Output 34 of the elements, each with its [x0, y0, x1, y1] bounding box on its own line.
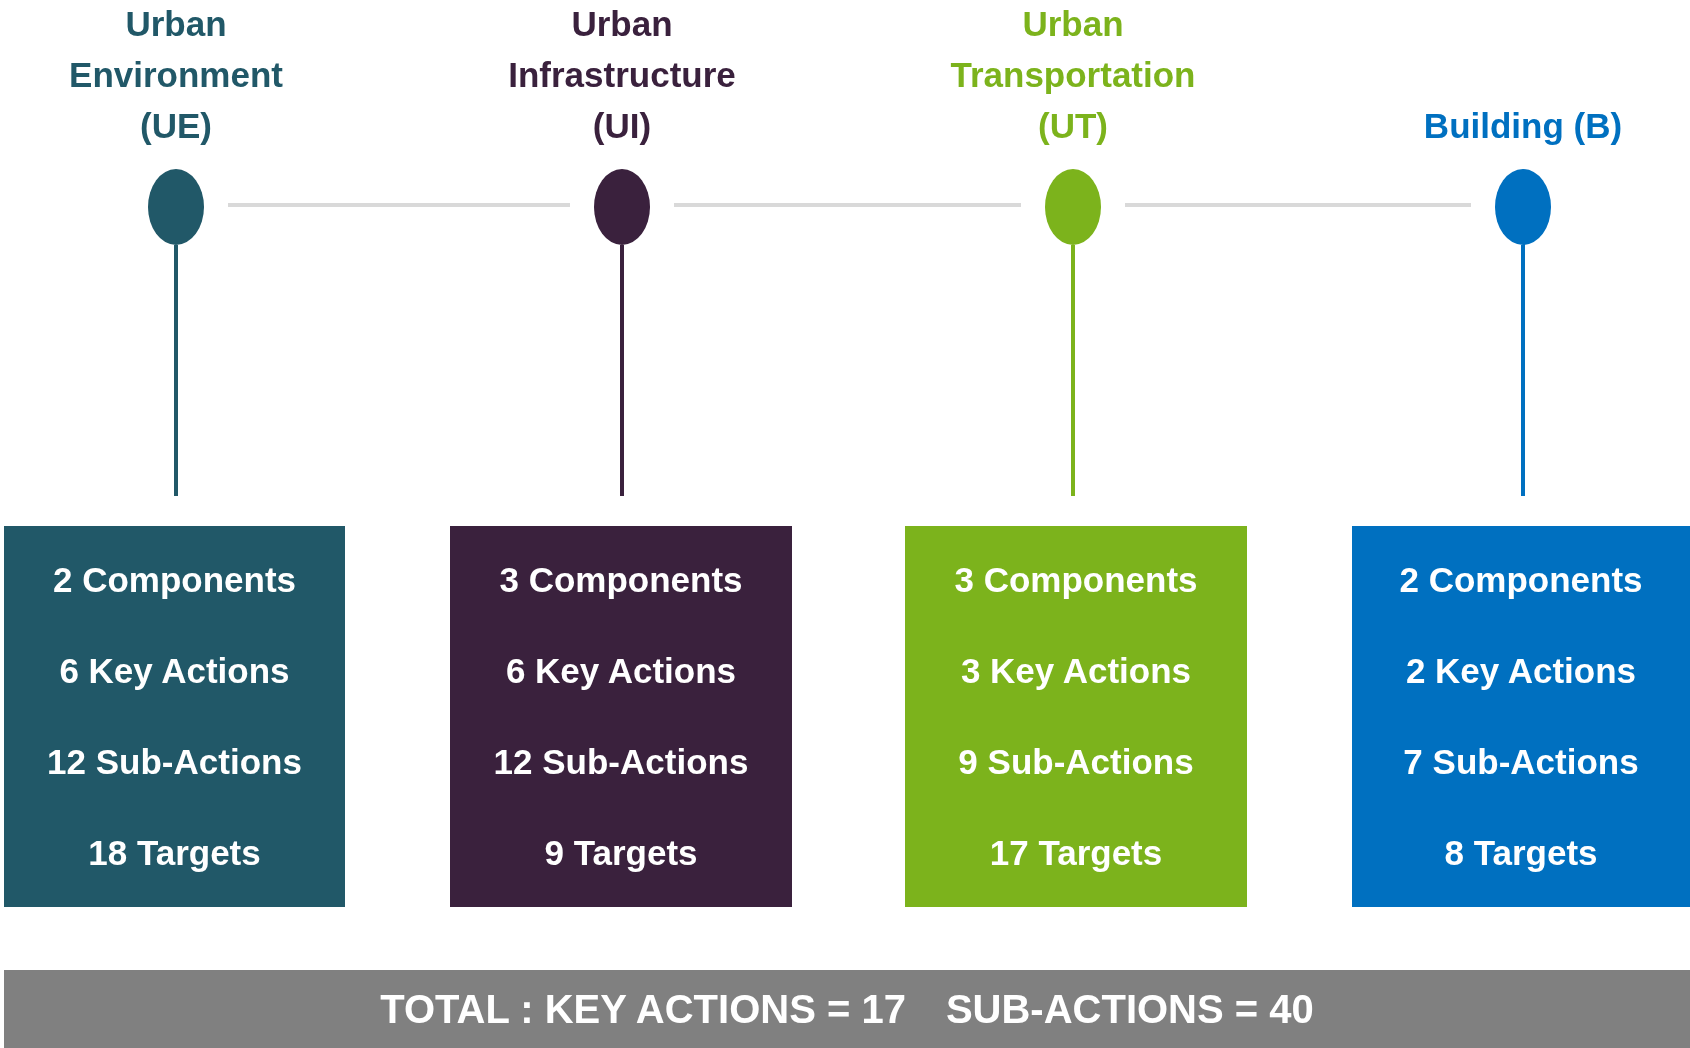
connector-line: [674, 203, 1021, 207]
category-heading: Urban Environment (UE): [68, 3, 284, 147]
count-text: 7 Sub-Actions: [1403, 742, 1639, 783]
summary-card: [1352, 526, 1690, 907]
count-text: 9 Sub-Actions: [958, 742, 1194, 783]
count-text: 3 Key Actions: [960, 650, 1192, 691]
count-text: 9 Targets: [544, 833, 698, 874]
total-text: TOTAL : KEY ACTIONS = 17: [380, 986, 906, 1032]
total-bar: [4, 970, 1690, 1048]
summary-card: [905, 526, 1247, 907]
category-heading: Urban Infrastructure (UI): [507, 3, 737, 147]
count-text: 6 Key Actions: [505, 650, 737, 691]
category-heading: Urban Transportation (UT): [949, 3, 1197, 147]
connector-line: [1521, 245, 1525, 496]
count-text: 8 Targets: [1444, 833, 1598, 874]
count-text: 17 Targets: [989, 833, 1163, 874]
connector-line: [620, 245, 624, 496]
category-heading: Building (B): [1423, 105, 1623, 147]
count-text: 3 Components: [954, 559, 1198, 600]
count-text: 2 Components: [1399, 559, 1643, 600]
count-text: 2 Components: [52, 559, 297, 600]
count-text: 2 Key Actions: [1405, 650, 1637, 691]
summary-card: [450, 526, 792, 907]
count-text: 18 Targets: [88, 833, 261, 874]
connector-line: [174, 245, 178, 496]
connector-line: [228, 203, 570, 207]
count-text: 12 Sub-Actions: [493, 742, 749, 783]
connector-line: [1071, 245, 1075, 496]
count-text: 3 Components: [499, 559, 743, 600]
summary-card: [4, 526, 345, 907]
count-text: 6 Key Actions: [59, 650, 290, 691]
connector-line: [1125, 203, 1471, 207]
total-text: SUB-ACTIONS = 40: [945, 986, 1314, 1032]
count-text: 12 Sub-Actions: [47, 742, 302, 783]
